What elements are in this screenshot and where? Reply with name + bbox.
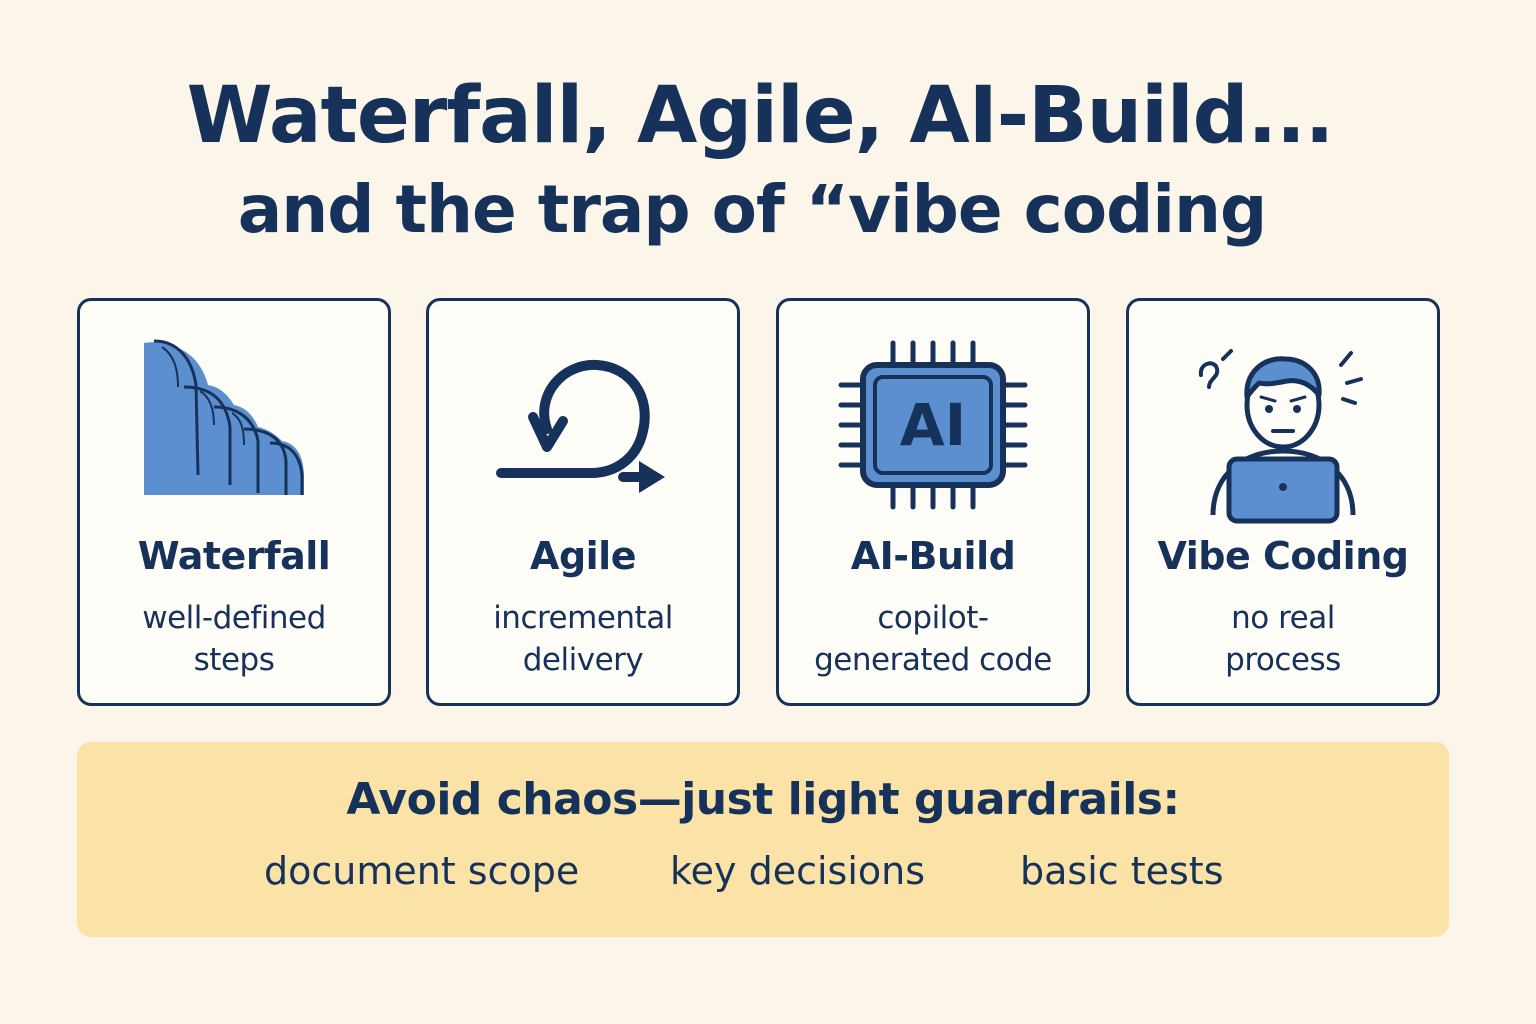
card-description-line2: process <box>1225 642 1341 678</box>
card-description: well-defined steps <box>90 597 378 681</box>
ai-chip-icon: AI <box>833 335 1033 535</box>
card-description-line2: steps <box>193 642 275 678</box>
card-description-line1: no real <box>1231 600 1335 636</box>
card-description: copilot- generated code <box>789 597 1077 681</box>
page-title-line1: Waterfall, Agile, AI-Build... <box>186 71 1335 161</box>
cycle-arrow-icon <box>483 335 683 535</box>
card-agile: Agile incremental delivery <box>426 298 740 706</box>
guardrails-banner: Avoid chaos—just light guardrails: docum… <box>77 742 1449 937</box>
card-description-line1: incremental <box>493 600 673 636</box>
card-description-line2: generated code <box>814 642 1052 678</box>
banner-title: Avoid chaos—just light guardrails: <box>346 774 1180 825</box>
card-description: incremental delivery <box>439 597 727 681</box>
guardrail-item: key decisions <box>670 849 926 893</box>
card-title: AI-Build <box>850 534 1016 578</box>
page-title-line2: and the trap of “vibe coding <box>237 171 1267 248</box>
card-waterfall: Waterfall well-defined steps <box>77 298 391 706</box>
card-title: Agile <box>530 534 636 578</box>
card-description: no real process <box>1139 597 1427 681</box>
ai-chip-label: AI <box>900 391 966 459</box>
waterfall-icon <box>134 335 334 535</box>
guardrail-item: document scope <box>264 849 580 893</box>
confused-coder-icon <box>1183 335 1383 535</box>
card-description-line2: delivery <box>522 642 644 678</box>
card-vibe-coding: Vibe Coding no real process <box>1126 298 1440 706</box>
card-title: Vibe Coding <box>1157 534 1409 578</box>
card-title: Waterfall <box>137 534 331 578</box>
card-description-line1: well-defined <box>142 600 326 636</box>
card-ai-build: AI AI-Build copilot- generated code <box>776 298 1090 706</box>
card-description-line1: copilot- <box>877 600 989 636</box>
guardrail-item: basic tests <box>1020 849 1224 893</box>
